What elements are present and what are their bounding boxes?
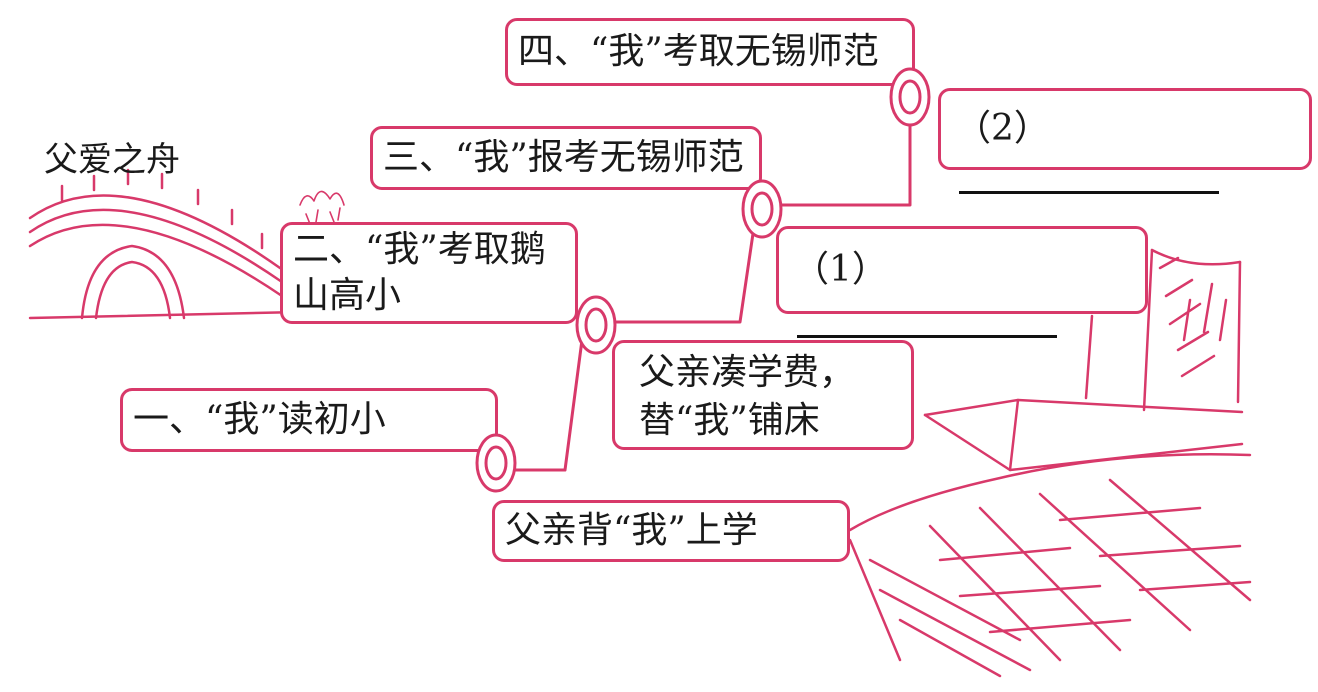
- node-2-label-line2: 山高小: [293, 275, 402, 316]
- node-2-box: 二、“我”考取鹅 山高小: [280, 222, 578, 324]
- ring-connector-3: [741, 179, 783, 239]
- ring-connector-1: [475, 433, 517, 493]
- node-4-box: 四、“我”考取无锡师范: [505, 18, 915, 86]
- node-2-label-line1: 二、“我”考取鹅: [293, 229, 546, 270]
- node-4-detail-box: （2）: [938, 88, 1312, 194]
- node-2-detail-box: 父亲凑学费， 替“我”铺床: [612, 340, 914, 450]
- tree-sketch: [299, 190, 345, 225]
- node-3-box: 三、“我”报考无锡师范: [370, 126, 762, 190]
- diagram-title: 父爱之舟: [44, 140, 180, 180]
- node-3-detail-prefix: （1）: [793, 249, 888, 290]
- node-4-label: 四、“我”考取无锡师范: [518, 31, 879, 72]
- node-2-detail-line1: 父亲凑学费，: [639, 352, 856, 393]
- answer-blank-1[interactable]: [797, 311, 1057, 338]
- ring-connector-2: [575, 295, 617, 355]
- node-1-detail-box: 父亲背“我”上学: [492, 500, 850, 562]
- answer-blank-2[interactable]: [959, 167, 1219, 194]
- node-3-label: 三、“我”报考无锡师范: [383, 137, 744, 178]
- node-4-detail-prefix: （2）: [955, 108, 1050, 149]
- arch-bridge-illustration: [28, 168, 302, 320]
- node-3-detail-box: （1）: [776, 226, 1148, 338]
- boat-illustration: [848, 248, 1252, 678]
- node-1-detail: 父亲背“我”上学: [505, 510, 758, 551]
- node-1-box: 一、“我”读初小: [120, 388, 498, 452]
- node-1-label: 一、“我”读初小: [133, 399, 386, 440]
- ring-connector-4: [889, 67, 931, 127]
- node-2-detail-line2: 替“我”铺床: [639, 400, 820, 441]
